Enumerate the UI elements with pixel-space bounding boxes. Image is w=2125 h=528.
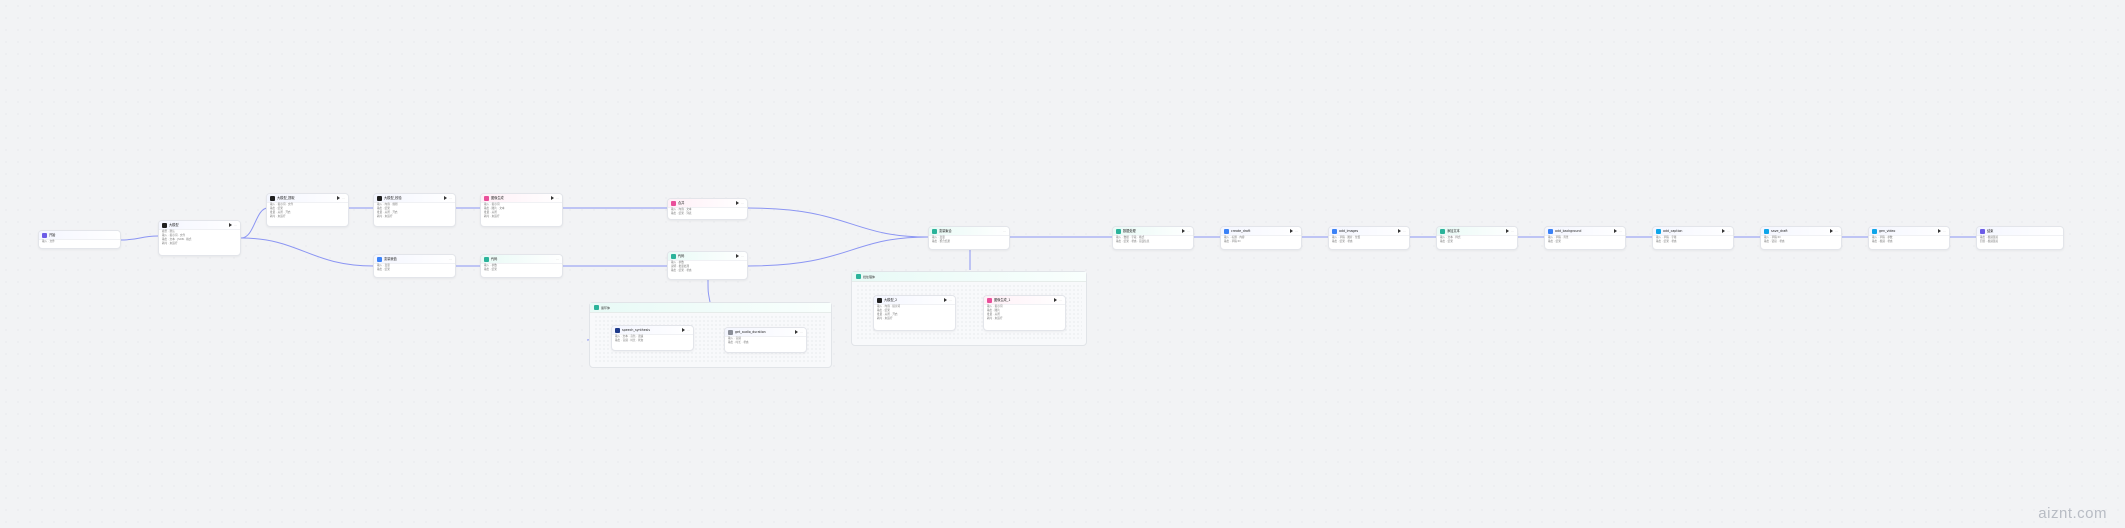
more-icon[interactable]: ···: [449, 196, 452, 200]
llm-icon: [377, 195, 382, 201]
audio-icon: [728, 329, 733, 335]
llm-node-2[interactable]: 大模型_2 ··· 输入 · 内容 · 提示词 输出 · 结果 批量 · 关闭 …: [873, 295, 956, 331]
plugin-icon: [1764, 228, 1769, 234]
code-node-2[interactable]: 代码 ··· 输入 · 参数 说明 · 批量处理 输出 · 结果 · 状态: [667, 251, 748, 280]
image-icon: [484, 195, 489, 201]
variable-node[interactable]: 变量赋值 ··· 输入 · 变量 输出 · 结果: [373, 254, 456, 278]
merge-node[interactable]: 合并 ··· 输入 · 内容 · 文本 输出 · 结果 · 列表: [667, 198, 748, 220]
run-icon[interactable]: [1722, 229, 1726, 233]
more-icon[interactable]: ···: [342, 196, 345, 200]
watermark: aiznt.com: [2038, 505, 2107, 522]
more-icon[interactable]: ···: [1059, 298, 1062, 302]
run-icon[interactable]: [1938, 229, 1942, 233]
llm-icon: [877, 297, 882, 303]
end-icon: [1980, 228, 1985, 234]
speech-synthesis-node[interactable]: speech_synthesis ··· 输入 · 文本 · 音色 · 语速 输…: [611, 325, 694, 351]
more-icon[interactable]: ···: [556, 257, 559, 261]
run-icon[interactable]: [1182, 229, 1186, 233]
more-icon[interactable]: ···: [949, 298, 952, 302]
plugin-icon: [615, 327, 620, 333]
audio-duration-node[interactable]: get_audio_duration ··· 输入 · 音频 输出 · 时长 ·…: [724, 327, 807, 353]
plugin-icon: [1332, 228, 1337, 234]
image-icon: [987, 297, 992, 303]
edge-start-llm: [120, 235, 159, 241]
image-gen-node-2[interactable]: 图像生成_1 ··· 输入 · 提示词 输出 · 图片 批量 · 关闭 耗时 ·…: [983, 295, 1066, 331]
more-icon[interactable]: ···: [1511, 229, 1514, 233]
image-gen-node[interactable]: 图像生成 ··· 输入 · 提示词 输出 · 图片 · 文本 批量 · 关闭 耗…: [480, 193, 563, 227]
more-icon[interactable]: ···: [1187, 229, 1190, 233]
run-icon[interactable]: [444, 196, 448, 200]
plugin-icon: [1872, 228, 1877, 234]
save-draft-node[interactable]: save_draft ··· 输入 · 草稿 ID 输出 · 链接 · 状态: [1760, 226, 1842, 250]
data-process-node[interactable]: 数据处理 ··· 输入 · 数据 · 字段 · 格式 输出 · 结果 · 状态 …: [1112, 226, 1194, 250]
run-icon[interactable]: [337, 196, 341, 200]
run-icon[interactable]: [795, 330, 799, 334]
code-icon: [484, 256, 489, 262]
edge-llm-llm-a: [240, 207, 269, 239]
more-icon[interactable]: ···: [1835, 229, 1838, 233]
more-icon[interactable]: ···: [1727, 229, 1730, 233]
add-images-node[interactable]: add_images ··· 输入 · 草稿 · 图片 · 位置 输出 · 结果…: [1328, 226, 1410, 250]
plugin-icon: [1656, 228, 1661, 234]
run-icon[interactable]: [1506, 229, 1510, 233]
run-icon[interactable]: [229, 223, 233, 227]
edge-llm-var-a: [240, 237, 375, 267]
create-draft-node[interactable]: create_draft ··· 输入 · 标题 · 内容 输出 · 草稿 ID: [1220, 226, 1302, 250]
add-background-node[interactable]: add_background ··· 输入 · 草稿 · 背景 输出 · 结果: [1544, 226, 1626, 250]
more-icon[interactable]: ···: [234, 223, 237, 227]
run-icon[interactable]: [1054, 298, 1058, 302]
more-icon[interactable]: ···: [687, 328, 690, 332]
code-icon: [1116, 228, 1121, 234]
run-icon[interactable]: [1614, 229, 1618, 233]
more-icon[interactable]: ···: [1003, 229, 1006, 233]
more-icon[interactable]: ···: [449, 257, 452, 261]
edge-merge-agg: [747, 207, 929, 238]
more-icon[interactable]: ···: [800, 330, 803, 334]
edge-codeb-loop: [707, 279, 711, 303]
loop-icon: [594, 305, 599, 310]
start-node[interactable]: 开始 输入 · 文件: [38, 230, 121, 249]
run-icon[interactable]: [944, 298, 948, 302]
run-icon[interactable]: [1398, 229, 1402, 233]
merge-icon: [671, 200, 676, 206]
start-icon: [42, 232, 47, 238]
more-icon[interactable]: ···: [556, 196, 559, 200]
more-icon[interactable]: ···: [741, 201, 744, 205]
run-icon[interactable]: [1290, 229, 1294, 233]
run-icon[interactable]: [1830, 229, 1834, 233]
more-icon[interactable]: ···: [1619, 229, 1622, 233]
more-icon[interactable]: ···: [1295, 229, 1298, 233]
code-icon: [671, 253, 676, 259]
llm-icon: [270, 195, 275, 201]
more-icon[interactable]: ···: [1943, 229, 1946, 233]
more-icon[interactable]: ···: [1403, 229, 1406, 233]
batch-icon: [856, 274, 861, 279]
gen-video-node[interactable]: gen_video ··· 输入 · 草稿 · 参数 输出 · 视频 · 状态: [1868, 226, 1950, 250]
end-node[interactable]: 结束 输出 · 视频链接 回答 · 视频链接: [1976, 226, 2064, 250]
edge-codeb-agg: [747, 236, 929, 267]
text-icon: [1440, 228, 1445, 234]
llm-check-node[interactable]: 大模型_校验 ··· 输入 · 内容 · 规则 输出 · 结果 批量 · 关闭 …: [373, 193, 456, 227]
add-caption-node[interactable]: add_caption ··· 输入 · 草稿 · 字幕 输出 · 结果 · 状…: [1652, 226, 1734, 250]
plugin-icon: [1224, 228, 1229, 234]
run-icon[interactable]: [736, 254, 740, 258]
aggregate-icon: [932, 228, 937, 234]
llm-node[interactable]: 大模型 ··· 模型 · 默认 输入 · 提示词 · 文件 输出 · 文本 · …: [158, 220, 241, 256]
add-text-node[interactable]: 添加文本 ··· 输入 · 文本 · 样式 输出 · 结果: [1436, 226, 1518, 250]
llm-extract-node[interactable]: 大模型_提取 ··· 输入 · 提示词 · 文件 输出 · 结果 批量 · 关闭…: [266, 193, 349, 227]
plugin-icon: [1548, 228, 1553, 234]
more-icon[interactable]: ···: [741, 254, 744, 258]
code-node-1[interactable]: 代码 ··· 输入 · 参数 输出 · 结果: [480, 254, 563, 278]
aggregate-node[interactable]: 变量聚合 ··· 输入 · 变量 输出 · 聚合结果: [928, 226, 1010, 250]
run-icon[interactable]: [682, 328, 686, 332]
llm-icon: [162, 222, 167, 228]
run-icon[interactable]: [551, 196, 555, 200]
variable-icon: [377, 256, 382, 262]
run-icon[interactable]: [736, 201, 740, 205]
